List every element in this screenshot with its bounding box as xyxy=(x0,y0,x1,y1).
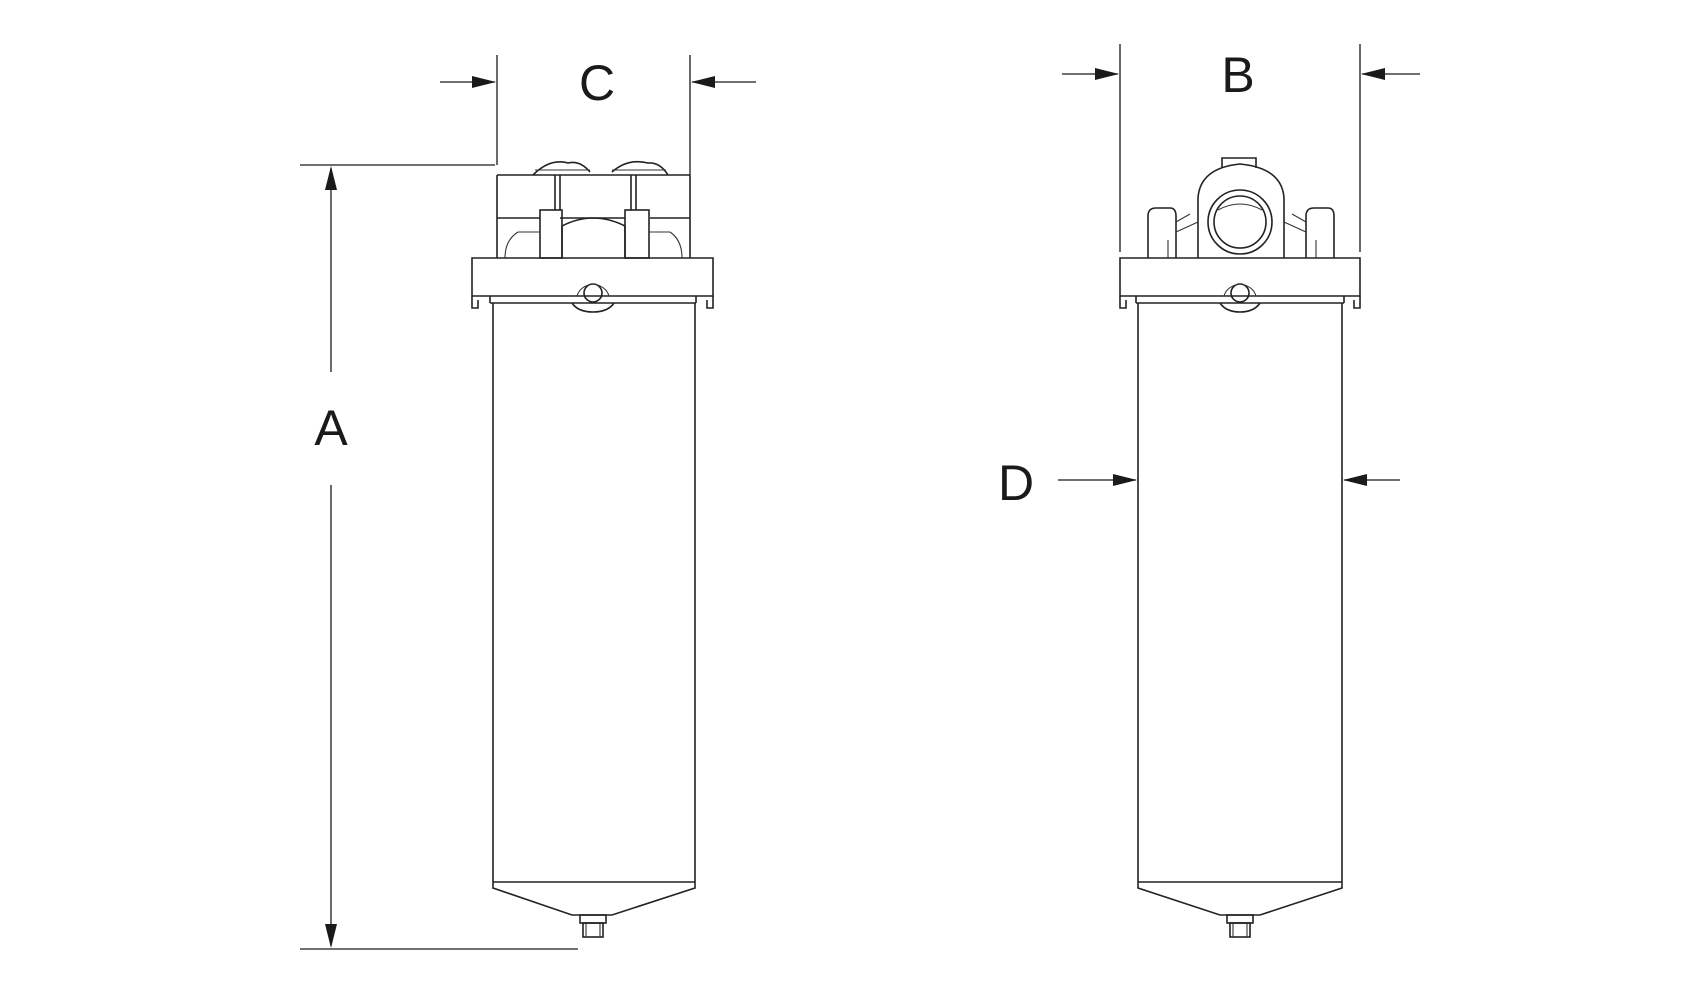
front-view-filter-housing xyxy=(1119,157,1361,938)
dimension-d: D xyxy=(998,455,1400,511)
front-view-collar xyxy=(1119,257,1361,313)
dimension-c: C xyxy=(440,55,756,175)
side-view-head xyxy=(496,160,691,259)
side-view-filter-housing xyxy=(471,160,714,938)
dimension-c-label: C xyxy=(579,55,615,111)
dimension-d-label: D xyxy=(998,455,1034,511)
front-view-body xyxy=(1137,303,1343,938)
side-view-body xyxy=(492,303,696,938)
dimension-a-label: A xyxy=(314,400,348,456)
dimension-c-arrow-right xyxy=(691,76,715,88)
dimension-b-arrow-right xyxy=(1361,68,1385,80)
dimension-d-arrow-left xyxy=(1113,474,1137,486)
dimension-c-arrow-left xyxy=(472,76,496,88)
dimension-b-label: B xyxy=(1221,47,1254,103)
dimension-b-arrow-left xyxy=(1095,68,1119,80)
dimension-a: A xyxy=(300,164,578,950)
dimension-d-arrow-right xyxy=(1343,474,1367,486)
side-view-collar xyxy=(471,257,714,313)
dimension-a-arrow-bottom xyxy=(325,924,337,948)
front-view-head xyxy=(1147,157,1335,258)
dimension-a-arrow-top xyxy=(325,166,337,190)
dimension-b: B xyxy=(1062,44,1420,252)
